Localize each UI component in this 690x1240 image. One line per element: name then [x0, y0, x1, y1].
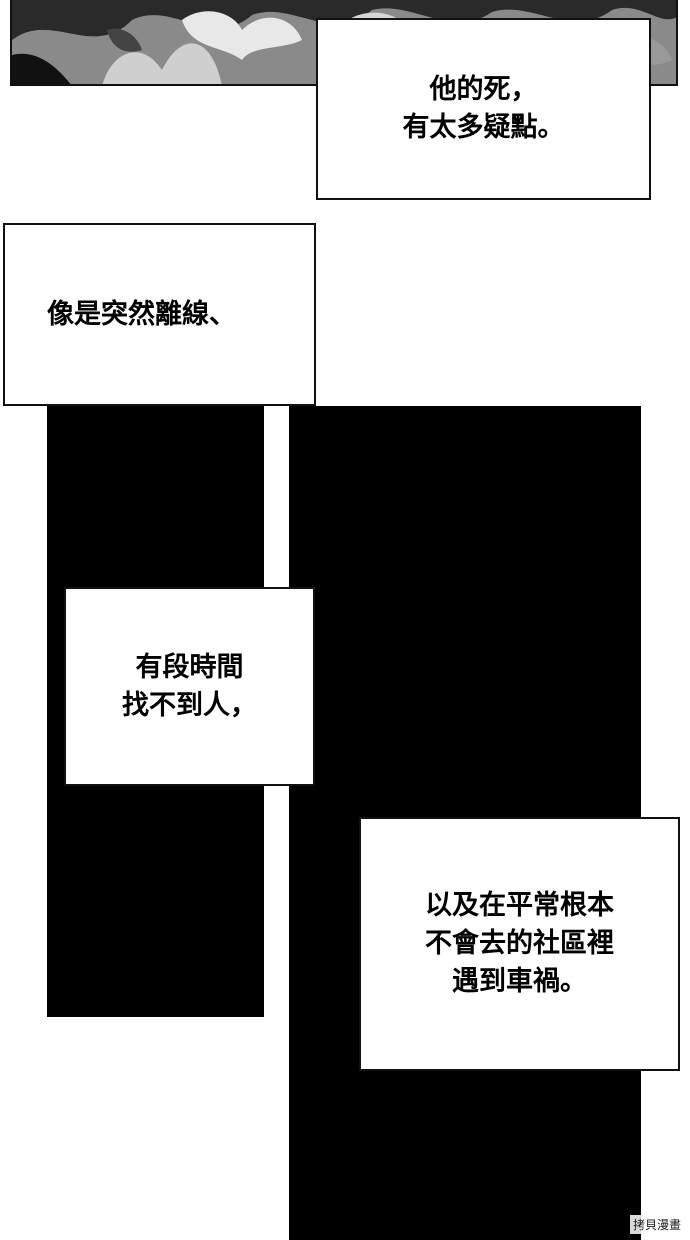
caption-text-1: 他的死， 有太多疑點。 — [402, 74, 565, 143]
watermark: 拷貝漫畫 — [629, 1215, 684, 1234]
caption-text-4: 以及在平常根本 不會去的社區裡 遇到車禍。 — [425, 890, 614, 997]
caption-box-4: 以及在平常根本 不會去的社區裡 遇到車禍。 — [359, 817, 680, 1071]
caption-box-1: 他的死， 有太多疑點。 — [316, 18, 651, 200]
caption-text-2: 像是突然離線、 — [47, 298, 236, 330]
caption-box-2: 像是突然離線、 — [3, 223, 316, 406]
caption-text-3: 有段時間 找不到人， — [122, 651, 257, 721]
caption-box-3: 有段時間 找不到人， — [64, 587, 315, 786]
